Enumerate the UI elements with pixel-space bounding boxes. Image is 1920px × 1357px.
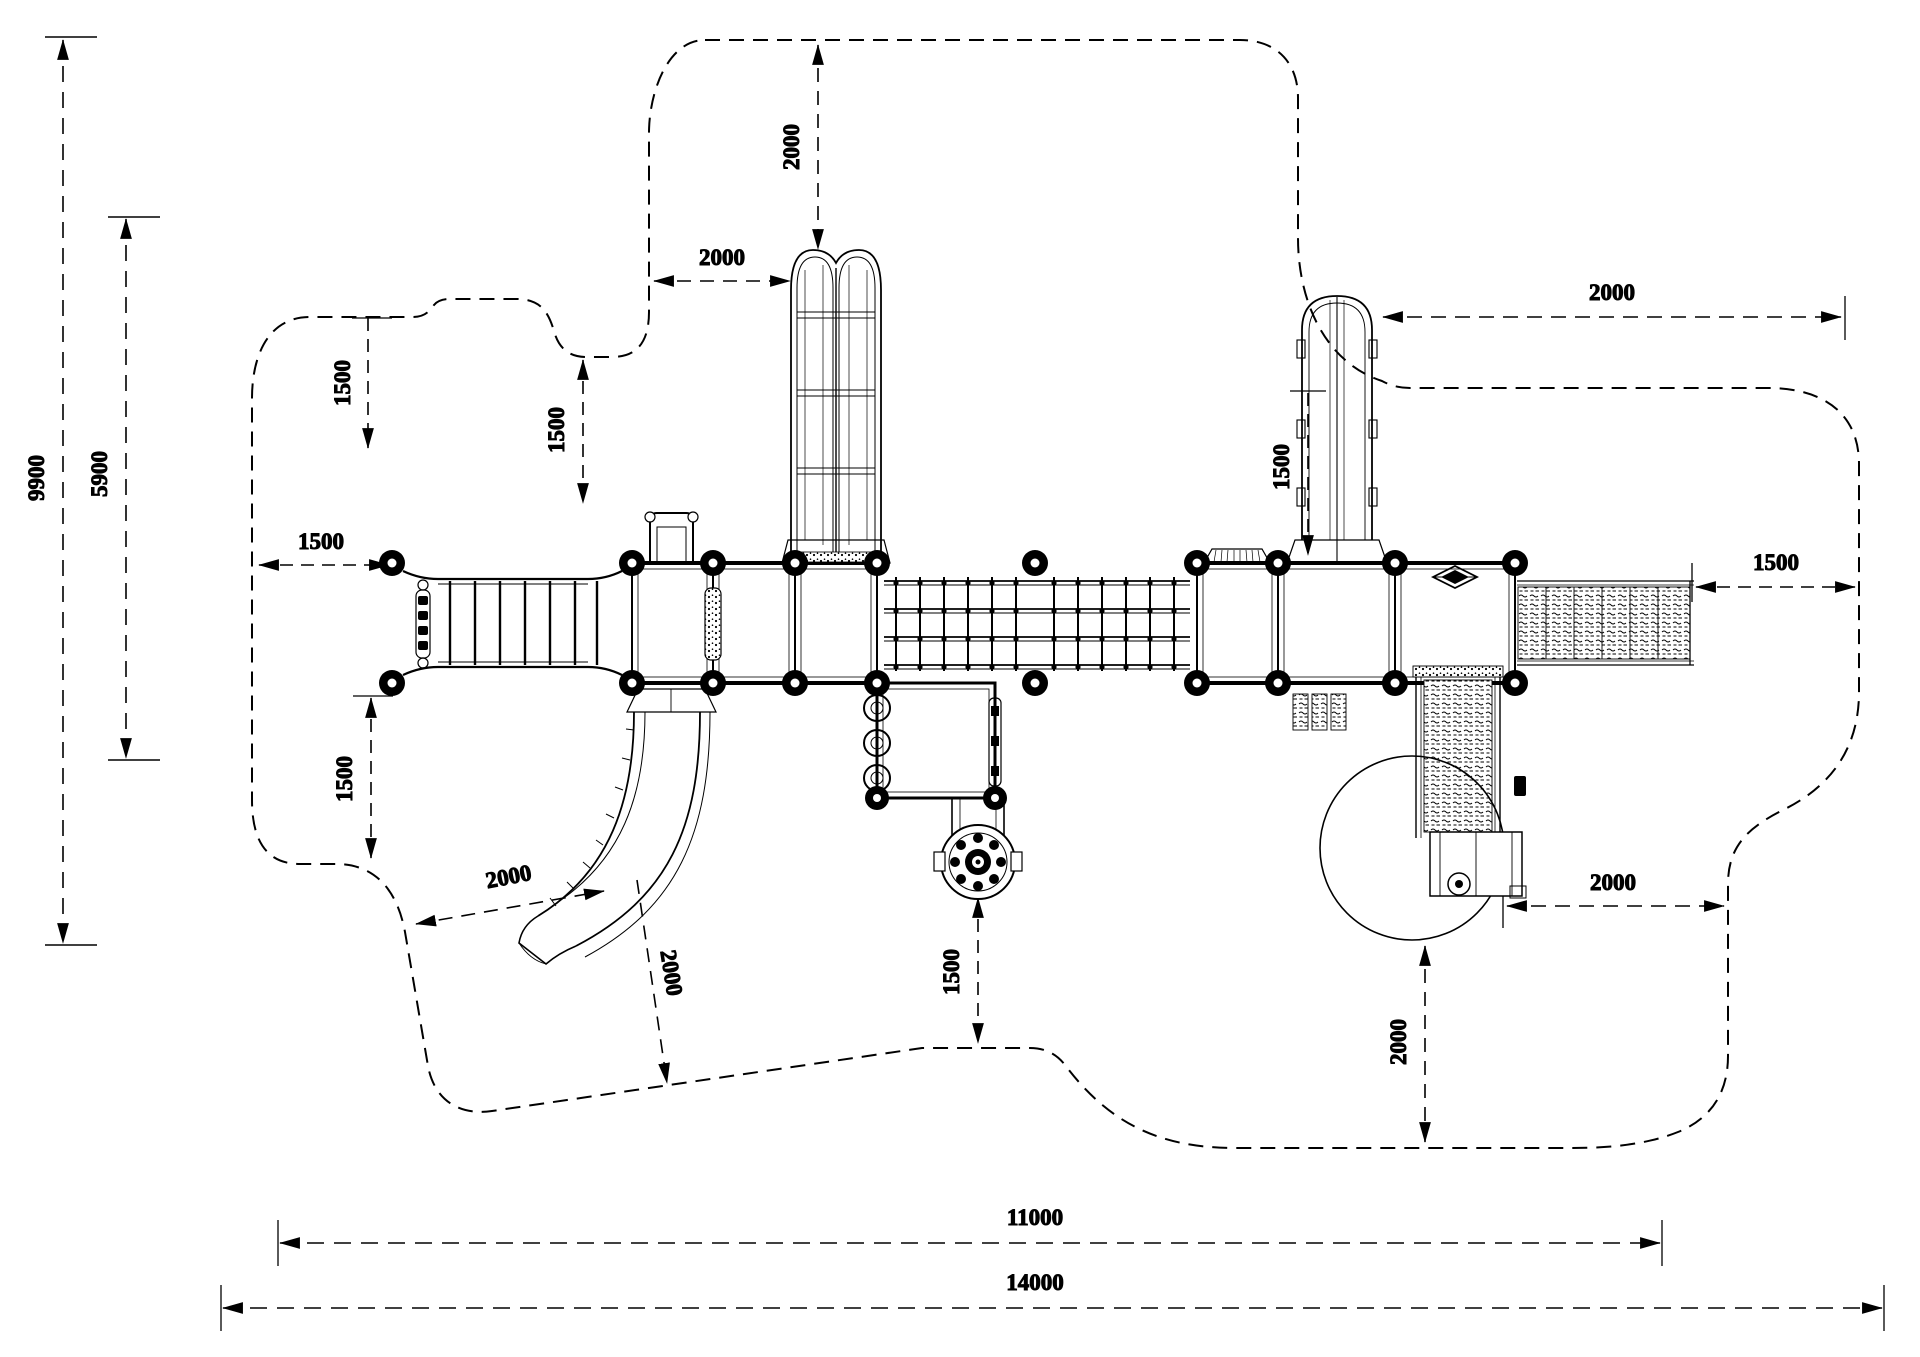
dim-firepole-clearance: 1500 xyxy=(939,897,984,1044)
rope-net-bridge xyxy=(884,577,1190,671)
dim-top-clearance: 2000 xyxy=(779,44,824,250)
net-knots xyxy=(893,580,1177,670)
dim-label-2000-diagonal: 2000 xyxy=(484,860,534,893)
dim-inner-depth: 5900 xyxy=(87,216,160,761)
dim-overall-depth: 9900 xyxy=(24,36,97,946)
dim-label-11000: 11000 xyxy=(1007,1205,1063,1230)
step-entry xyxy=(1202,548,1272,564)
fire-pole-wheel xyxy=(933,824,1023,900)
dim-spiral-bottom-clearance: 2000 xyxy=(1386,945,1431,1143)
dim-below-ladder-offset: 1500 xyxy=(332,695,393,859)
equipment xyxy=(379,249,1694,966)
single-tube-slide xyxy=(1286,295,1388,564)
dim-upper-left-offset: 1500 xyxy=(330,317,392,449)
twist-climber xyxy=(415,579,431,669)
dim-upper-right-clearance: 2000 xyxy=(1382,280,1846,340)
dim-spiral-right-clearance: 2000 xyxy=(1502,870,1725,928)
dim-right-inner-offset: 1500 xyxy=(1269,390,1326,556)
platform-railing xyxy=(644,511,699,563)
step-tiles xyxy=(1292,693,1347,731)
monkey-bars xyxy=(402,570,623,676)
dim-label-1500-right: 1500 xyxy=(1753,550,1799,575)
dim-equipment-width: 11000 xyxy=(277,1205,1663,1266)
dim-label-1500-belowladder: 1500 xyxy=(332,756,357,802)
dim-label-1500-rightinner: 1500 xyxy=(1269,444,1294,490)
dim-label-1500-left: 1500 xyxy=(298,529,344,554)
dimension-lines: 9900 5900 2000 2000 1500 1500 xyxy=(24,36,1885,1331)
pole-climber xyxy=(988,697,1002,787)
curved-slide xyxy=(518,688,717,966)
dim-label-14000: 14000 xyxy=(1006,1270,1064,1295)
dim-label-1500-mid: 1500 xyxy=(544,407,569,453)
dim-ramp-right-clearance: 1500 xyxy=(1691,550,1856,602)
dim-label-1500-upperleft: 1500 xyxy=(330,360,355,406)
dim-overall-width: 14000 xyxy=(220,1270,1885,1331)
dim-label-2000-steep: 2000 xyxy=(655,948,687,997)
safety-zone-boundary xyxy=(251,39,1860,1149)
dim-mid-left-offset: 1500 xyxy=(544,359,589,504)
dim-left-clearance: 1500 xyxy=(258,529,390,571)
dim-slide-run-clearance: 2000 xyxy=(636,879,688,1084)
dim-label-1500-bottom: 1500 xyxy=(939,949,964,995)
dim-label-2000-topleft: 2000 xyxy=(699,245,745,270)
spiral-slide-circle xyxy=(1319,755,1527,941)
deck-posts xyxy=(379,550,1528,810)
dim-label-2000-topright: 2000 xyxy=(1589,280,1635,305)
spinner-seat xyxy=(1430,564,1480,590)
climb-ramp-descent xyxy=(1412,665,1504,838)
ring-climber-platform xyxy=(863,681,1005,836)
double-tube-slide xyxy=(781,249,891,564)
dim-label-2000-right: 2000 xyxy=(1590,870,1636,895)
dim-label-2000-top: 2000 xyxy=(779,124,804,170)
dim-label-9900: 9900 xyxy=(24,455,49,501)
dim-label-2000-bottomright: 2000 xyxy=(1386,1019,1411,1065)
incline-climb-ramp xyxy=(1517,580,1694,666)
dim-slide-exit-clearance: 2000 xyxy=(415,859,605,927)
dim-tube-left-clearance: 2000 xyxy=(653,245,791,287)
climbing-wall-panel xyxy=(704,587,722,661)
dim-label-5900: 5900 xyxy=(87,451,112,497)
